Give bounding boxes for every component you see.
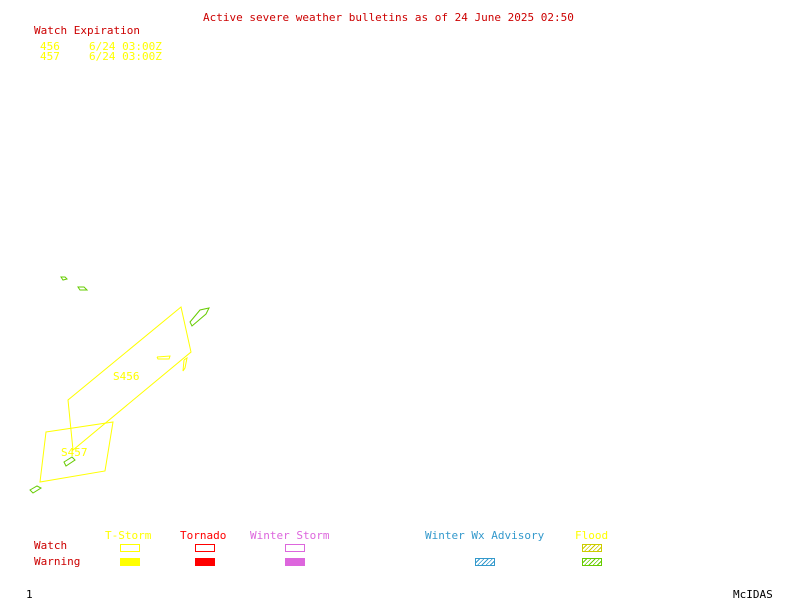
legend-header-winter-storm: Winter Storm [250,529,330,542]
warning-outline [182,356,188,372]
watch-expiration-heading: Watch Expiration [34,24,140,37]
swatch-flood-watch [582,544,602,552]
swatch-flood-warning [582,558,602,566]
flood-warning-outline [77,286,89,291]
swatch-tstorm-warning [120,558,140,566]
watch-polygon-456 [67,306,192,451]
warning-outline [156,355,171,360]
swatch-winter-storm-warning [285,558,305,566]
swatch-winter-wx-advisory [475,558,495,566]
legend-row-watch: Watch [34,539,68,552]
flood-warning-outline [63,456,76,467]
legend-header-flood: Flood [575,529,609,542]
flood-warning-outline [29,485,43,494]
swatch-tstorm-watch [120,544,140,552]
flood-warning-outline [60,276,68,281]
watch-polygon-457 [39,421,114,483]
frame-number: 1 [26,588,33,601]
watch-label-457: S457 [61,446,88,459]
watch-label-456: S456 [113,370,140,383]
swatch-tornado-watch [195,544,215,552]
legend-row-warning: Warning [34,555,81,568]
swatch-winter-storm-watch [285,544,305,552]
swatch-tornado-warning [195,558,215,566]
app-name: McIDAS [733,588,773,601]
watch-expires: 6/24 03:00Z [89,40,162,53]
watch-id: 456 [40,40,60,53]
flood-warning-outline [189,307,210,327]
bulletin-title: Active severe weather bulletins as of 24… [203,11,574,24]
legend-header-tstorm: T-Storm [105,529,152,542]
legend-header-winter-wx-advisory: Winter Wx Advisory [425,529,545,542]
watch-expires: 6/24 03:00Z [89,50,162,63]
legend-header-tornado: Tornado [180,529,227,542]
watch-id: 457 [40,50,60,63]
